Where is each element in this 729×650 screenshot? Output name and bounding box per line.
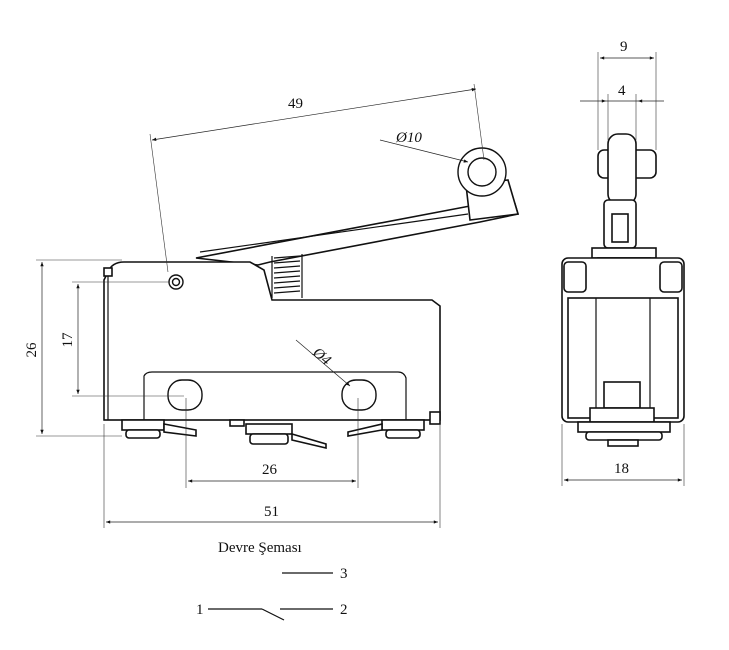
terminal-3-label: 3	[340, 566, 348, 582]
dimension-label-lever-length: 49	[288, 96, 303, 112]
dimension-label-roller-width: 9	[620, 39, 628, 55]
mount-hole-right	[341, 379, 377, 411]
terminal-2-label: 2	[340, 602, 348, 618]
circuit-title: Devre Şeması	[218, 540, 302, 556]
dimension-roller-diameter: Ø10	[379, 130, 469, 163]
dimension-label-body-length: 51	[264, 504, 279, 520]
dimension-label-roller-inner-width: 4	[618, 83, 626, 99]
dimension-label-body-width: 18	[614, 461, 629, 477]
roller	[457, 147, 507, 197]
side-view: 9 4 18	[561, 39, 685, 486]
dimension-hole-height: 17	[60, 281, 184, 397]
spring	[271, 254, 303, 298]
switch-contact	[261, 608, 285, 621]
lever-arm	[195, 179, 520, 266]
dimension-body-width: 18	[561, 424, 685, 486]
dimension-label-hole-height: 17	[60, 332, 76, 348]
switch-body	[103, 261, 441, 421]
mount-hole-left	[167, 379, 203, 411]
dimension-label-roller-diameter: Ø10	[395, 130, 422, 146]
dimension-roller-inner-width: 4	[580, 83, 664, 140]
dimension-label-hole-spacing: 26	[262, 462, 278, 478]
circuit-diagram: Devre Şeması 3 1 2	[196, 540, 348, 621]
side-terminals	[577, 421, 671, 447]
dimension-hole-spacing: 26	[185, 398, 359, 488]
dimension-label-overall-height: 26	[24, 342, 40, 358]
terminals	[121, 411, 441, 450]
dimension-overall-height: 26	[24, 259, 122, 437]
terminal-1-label: 1	[196, 602, 204, 618]
dimension-lever-length: 49	[149, 83, 485, 273]
dimension-body-length: 51	[103, 424, 441, 528]
side-body	[561, 257, 685, 423]
side-roller	[597, 133, 657, 249]
front-view: 49 Ø10 26 17 Ø4	[24, 83, 520, 528]
